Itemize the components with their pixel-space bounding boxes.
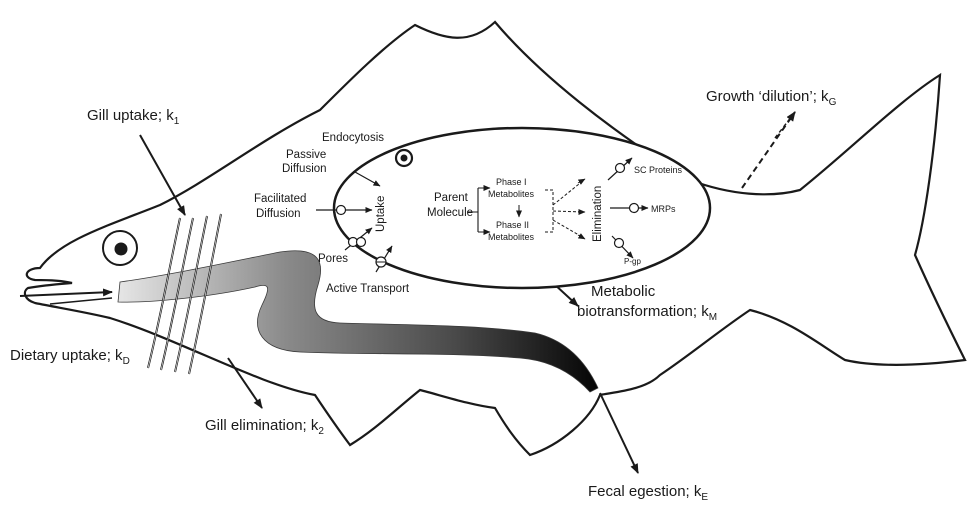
phase2-label-2: Metabolites bbox=[488, 232, 535, 242]
gill-uptake-label: Gill uptake; k1 bbox=[87, 107, 180, 127]
pores-label: Pores bbox=[318, 253, 348, 265]
fish-pupil bbox=[115, 243, 128, 256]
parent-molecule-label-2: Molecule bbox=[427, 207, 473, 219]
endocytosis-label: Endocytosis bbox=[322, 132, 384, 144]
gill-elimination-label: Gill elimination; k2 bbox=[205, 417, 324, 437]
passive-diffusion-label-2: Diffusion bbox=[282, 163, 327, 175]
facilitated-diffusion-label-1: Facilitated bbox=[254, 193, 306, 205]
parent-molecule-label-1: Parent bbox=[434, 192, 469, 204]
growth-dilution-arrow bbox=[742, 112, 795, 188]
sc-proteins-label: SC Proteins bbox=[634, 165, 683, 175]
pgp-icon bbox=[615, 239, 624, 248]
phase1-label-2: Metabolites bbox=[488, 189, 535, 199]
facilitated-carrier-icon bbox=[337, 206, 346, 215]
growth-dilution-label: Growth ‘dilution’; kG bbox=[706, 88, 837, 108]
metabolic-label-2: biotransformation; kM bbox=[577, 303, 717, 323]
sc-proteins-icon bbox=[616, 164, 625, 173]
dietary-uptake-label: Dietary uptake; kD bbox=[10, 347, 130, 367]
phase1-label-1: Phase I bbox=[496, 177, 527, 187]
mrps-label: MRPs bbox=[651, 204, 676, 214]
mrps-icon bbox=[630, 204, 639, 213]
fecal-egestion-arrow bbox=[600, 393, 638, 473]
metabolic-label-1: Metabolic bbox=[591, 283, 656, 300]
phase2-label-1: Phase II bbox=[496, 220, 529, 230]
passive-diffusion-label-1: Passive bbox=[286, 149, 326, 161]
active-transport-label: Active Transport bbox=[326, 283, 410, 295]
fecal-egestion-label: Fecal egestion; kE bbox=[588, 483, 708, 503]
elimination-label: Elimination bbox=[592, 186, 604, 242]
pgp-label: P-gp bbox=[624, 257, 641, 266]
dietary-uptake-arrow bbox=[20, 292, 112, 296]
gill-elimination-arrow bbox=[228, 358, 262, 408]
uptake-label: Uptake bbox=[375, 196, 387, 232]
facilitated-diffusion-label-2: Diffusion bbox=[256, 208, 301, 220]
